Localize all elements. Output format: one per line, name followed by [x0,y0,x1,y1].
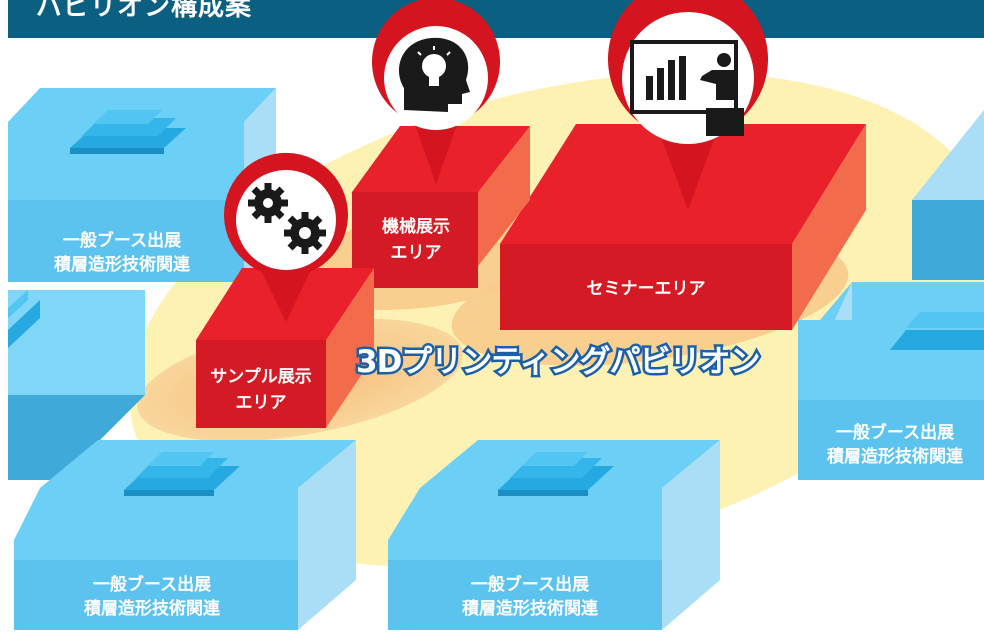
booth-right-line2: 積層造形技術関連 [827,446,964,467]
booth-right-upper [912,110,984,280]
header-bar: パビリオン構成案 [8,0,984,38]
sample-area-line1: サンプル展示 [210,366,312,387]
booth-bottom-left-line2: 積層造形技術関連 [84,598,221,619]
booth-bottom-left-line1: 一般ブース出展 [93,574,211,595]
machine-pin [372,0,500,184]
booth-right-line1: 一般ブース出展 [836,422,954,443]
booth-bottom-center-line2: 積層造形技術関連 [462,598,599,619]
booth-right [798,282,984,480]
booth-bottom-center-line1: 一般ブース出展 [471,574,589,595]
booth-bottom-left [14,440,356,630]
seminar-pin [608,0,768,210]
booth-top-left-line2: 積層造形技術関連 [54,254,191,275]
sample-area-line2: エリア [236,393,287,413]
machine-area-line1: 機械展示 [382,216,450,237]
booth-left-middle [8,290,145,480]
seminar-area-label: セミナーエリア [587,279,706,299]
lightbulb-head-icon [399,37,470,112]
sample-pin [224,152,348,322]
booth-top-left [8,88,276,282]
page-title: パビリオン構成案 [36,0,253,22]
booth-top-left-line1: 一般ブース出展 [63,230,181,251]
pavilion-title: 3Dプリンティングパビリオン [356,344,759,380]
booth-bottom-center [388,440,720,630]
presentation-icon [630,40,744,136]
machine-area-line2: エリア [391,243,442,263]
gears-icon [248,183,326,254]
